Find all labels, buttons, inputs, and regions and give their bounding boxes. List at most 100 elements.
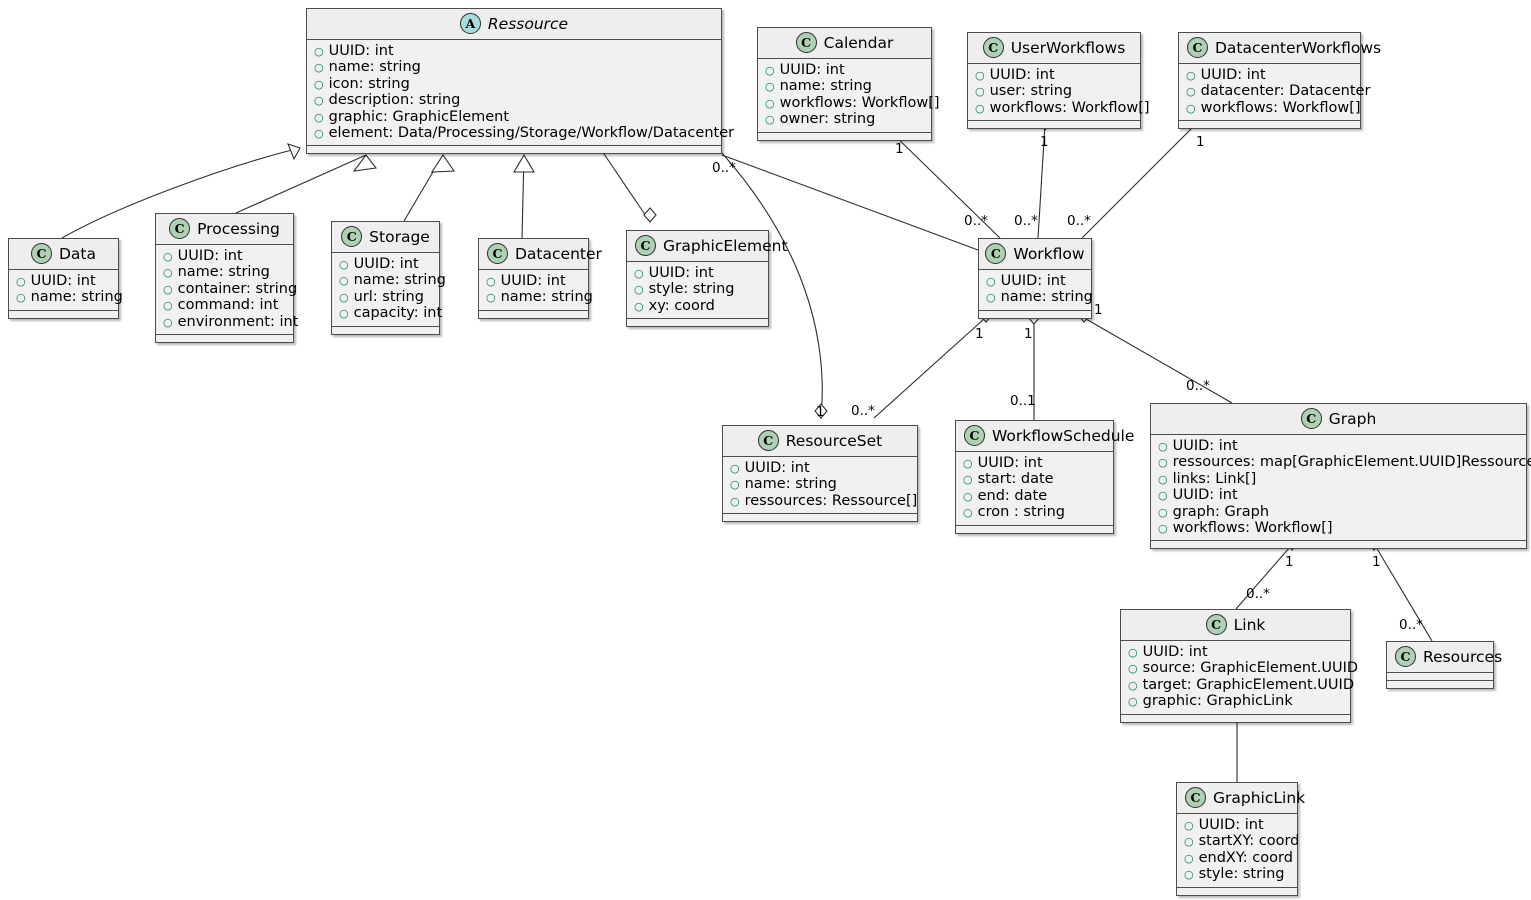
attribute-text: end: date xyxy=(977,487,1048,504)
attribute-text: links: Link[] xyxy=(1172,470,1257,487)
attribute-text: container: string xyxy=(177,280,298,297)
class-name-link: Link xyxy=(1233,615,1266,634)
multiplicity-label: 0..* xyxy=(1014,213,1038,229)
methods-compartment-graph xyxy=(1151,541,1526,549)
visibility-public-icon: ○ xyxy=(163,299,173,313)
class-icon: C xyxy=(1205,614,1227,635)
edge-ressource-graphicelement xyxy=(599,147,651,223)
attribute-row: ○ UUID: int xyxy=(1158,487,1519,503)
methods-compartment-userworkflows xyxy=(968,121,1140,129)
multiplicity-label: 0..1 xyxy=(1010,393,1036,409)
visibility-public-icon: ○ xyxy=(163,315,173,329)
class-name-graph: Graph xyxy=(1328,409,1377,428)
attribute-text: url: string xyxy=(353,288,424,305)
multiplicity-label: 0..* xyxy=(712,160,736,176)
attribute-text: UUID: int xyxy=(1200,67,1266,83)
visibility-public-icon: ○ xyxy=(314,45,324,58)
attributes-compartment-ressource: ○UUID: int○name: string○icon: string○des… xyxy=(307,40,734,147)
attribute-text: name: string xyxy=(500,289,593,306)
multiplicity-label: 0..* xyxy=(851,403,875,419)
attribute-row: ○UUID: int xyxy=(314,43,714,59)
class-header-datacenterworkflows: C DatacenterWorkflows xyxy=(1179,33,1381,64)
attribute-text: workflows: Workflow[] xyxy=(989,99,1150,116)
class-name-datacenterworkflows: DatacenterWorkflows xyxy=(1215,38,1382,57)
visibility-public-icon: ○ xyxy=(1158,456,1168,470)
attribute-text: environment: int xyxy=(177,313,299,330)
attribute-row: ○workflows: Workflow[] xyxy=(1158,520,1519,536)
visibility-public-icon: ○ xyxy=(314,77,324,91)
attribute-row: ○UUID: int xyxy=(486,273,581,289)
attributes-compartment-calendar: ○UUID: int○name: string○workflows: Workf… xyxy=(758,59,940,133)
attribute-row: ○capacity: int xyxy=(339,305,442,321)
attribute-row: ○links: Link[] xyxy=(1158,471,1519,487)
attribute-text: name: string xyxy=(30,289,123,306)
visibility-public-icon: ○ xyxy=(1158,489,1168,503)
visibility-public-icon: ○ xyxy=(163,282,173,296)
class-name-datacenter: Datacenter xyxy=(515,244,602,263)
aggregation-diamond-graphicelement xyxy=(643,207,657,223)
attribute-text: endXY: coord xyxy=(1198,849,1293,866)
class-icon: C xyxy=(30,243,52,264)
visibility-public-icon: ○ xyxy=(975,69,985,82)
attribute-text: name: string xyxy=(744,476,837,493)
methods-compartment-workflowschedule xyxy=(956,525,1113,533)
edge-workflow-resourceset xyxy=(873,318,985,419)
visibility-public-icon: ○ xyxy=(963,457,973,470)
visibility-public-icon: ○ xyxy=(963,489,973,503)
visibility-public-icon: ○ xyxy=(1184,868,1194,882)
attribute-row: ○workflows: Workflow[] xyxy=(1186,100,1361,116)
attribute-text: name: string xyxy=(353,272,446,289)
attributes-compartment-datacenterworkflows: ○UUID: int○datacenter: Datacenter○workfl… xyxy=(1179,64,1370,122)
visibility-public-icon: ○ xyxy=(963,506,973,520)
visibility-public-icon: ○ xyxy=(314,127,324,141)
class-icon: C xyxy=(1187,37,1208,58)
visibility-public-icon: ○ xyxy=(163,250,173,263)
methods-compartment-ressource xyxy=(307,146,721,154)
visibility-public-icon: ○ xyxy=(634,299,644,313)
attribute-text: UUID: int xyxy=(353,256,419,272)
attribute-text: xy: coord xyxy=(648,297,715,314)
class-icon: C xyxy=(635,235,656,256)
attribute-text: target: GraphicElement.UUID xyxy=(1142,676,1354,693)
multiplicity-label: 1 xyxy=(1372,554,1381,570)
attribute-text: graphic: GraphicElement xyxy=(328,108,510,125)
attribute-row: ○user: string xyxy=(975,83,1133,99)
visibility-public-icon: ○ xyxy=(975,101,985,115)
visibility-public-icon: ○ xyxy=(314,61,324,75)
visibility-public-icon: ○ xyxy=(486,291,496,305)
visibility-public-icon: ○ xyxy=(339,290,349,304)
class-name-calendar: Calendar xyxy=(823,33,894,52)
attribute-text: UUID: int xyxy=(1172,487,1238,504)
multiplicity-label: 0..* xyxy=(1067,213,1091,229)
class-name-data: Data xyxy=(58,244,96,263)
multiplicity-label: 1 xyxy=(975,326,984,342)
abstract-class-icon: A xyxy=(459,13,481,34)
methods-compartment-datacenterworkflows xyxy=(1179,121,1360,129)
attribute-row: ○cron : string xyxy=(963,504,1106,520)
visibility-public-icon: ○ xyxy=(1128,695,1138,709)
attribute-text: graphic: GraphicLink xyxy=(1142,693,1293,710)
attribute-text: source: GraphicElement.UUID xyxy=(1142,660,1359,677)
visibility-public-icon: ○ xyxy=(1186,69,1196,82)
visibility-public-icon: ○ xyxy=(1128,646,1138,659)
attributes-compartment-resourceset: ○UUID: int○name: string○ressources: Ress… xyxy=(723,457,917,515)
